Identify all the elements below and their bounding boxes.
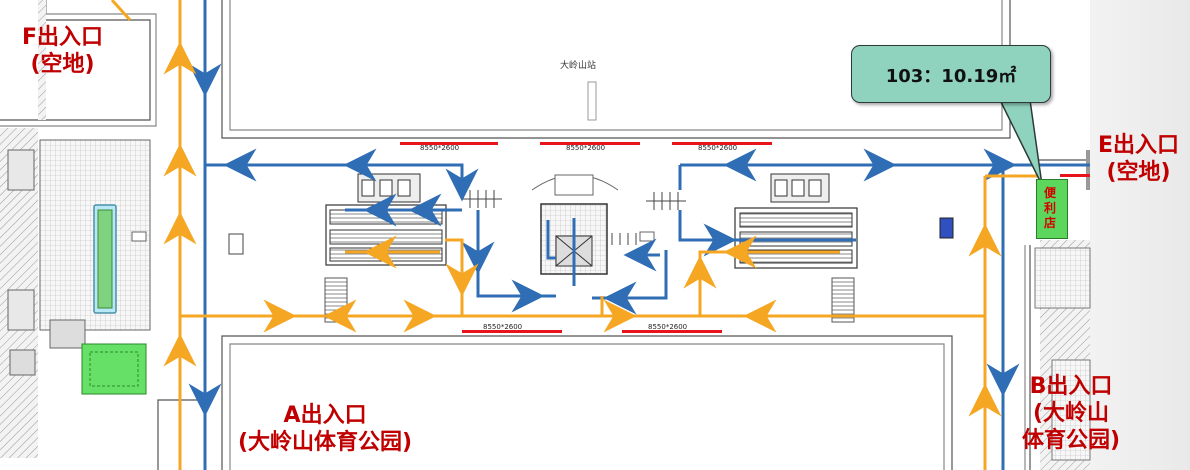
exit-b-note-1: (大岭山: [1033, 401, 1110, 426]
sign-box-center: [639, 231, 655, 242]
platform-marker: [587, 81, 597, 121]
exit-e-note: (空地): [1106, 160, 1171, 185]
door-label-top-3: 8550*2600: [698, 144, 737, 152]
green-room-left-detail: [89, 351, 139, 387]
blue-flow-arrows: [188, 60, 1020, 417]
structure-walls: [0, 0, 1090, 470]
exit-f-note: (空地): [30, 52, 95, 77]
door-label-bottom-1: 8550*2600: [483, 323, 522, 331]
exit-a-name: A出入口: [283, 403, 367, 428]
station-name: 大岭山站: [560, 59, 596, 71]
exit-a-note: (大岭山体育公园): [238, 430, 413, 455]
escalator-right: [734, 173, 858, 269]
door-label-top-1: 8550*2600: [420, 144, 459, 152]
exit-a-label: A出入口 (大岭山体育公园): [238, 402, 412, 456]
area-callout: 103：10.19㎡: [851, 45, 1051, 103]
exit-e-label: E出入口 (空地): [1098, 132, 1179, 186]
convenience-store: 便利店: [1036, 179, 1068, 239]
exit-b-note-2: 体育公园): [1022, 428, 1121, 453]
side-panel: [1090, 0, 1190, 470]
area-callout-text: 103：10.19㎡: [885, 66, 1017, 87]
callout-pointer: [998, 99, 1043, 186]
exit-b-label: B出入口 (大岭山 体育公园): [1022, 373, 1120, 454]
convenience-store-label: 便利店: [1044, 186, 1057, 230]
sign-box-left: [228, 233, 244, 255]
orange-flow-arrows: [163, 41, 1002, 420]
room-right-bottom: [1051, 359, 1091, 461]
exit-b-name: B出入口: [1029, 374, 1113, 399]
hatched-wall-top: [38, 0, 46, 120]
door-strips: [400, 142, 1090, 333]
sign-box-right: [939, 217, 954, 239]
stair-area-right: [1034, 247, 1091, 309]
door-label-bottom-2: 8550*2600: [648, 323, 687, 331]
stairs-right: [831, 277, 855, 323]
door-label-top-2: 8550*2600: [566, 144, 605, 152]
exit-f-name: F出入口: [22, 25, 104, 50]
sign-box-far-left: [131, 231, 147, 242]
wall-stub: [1086, 150, 1090, 190]
exit-e-name: E出入口: [1098, 133, 1180, 158]
equipment-room-left: [7, 139, 151, 376]
exit-f-label: F出入口 (空地): [22, 24, 103, 78]
